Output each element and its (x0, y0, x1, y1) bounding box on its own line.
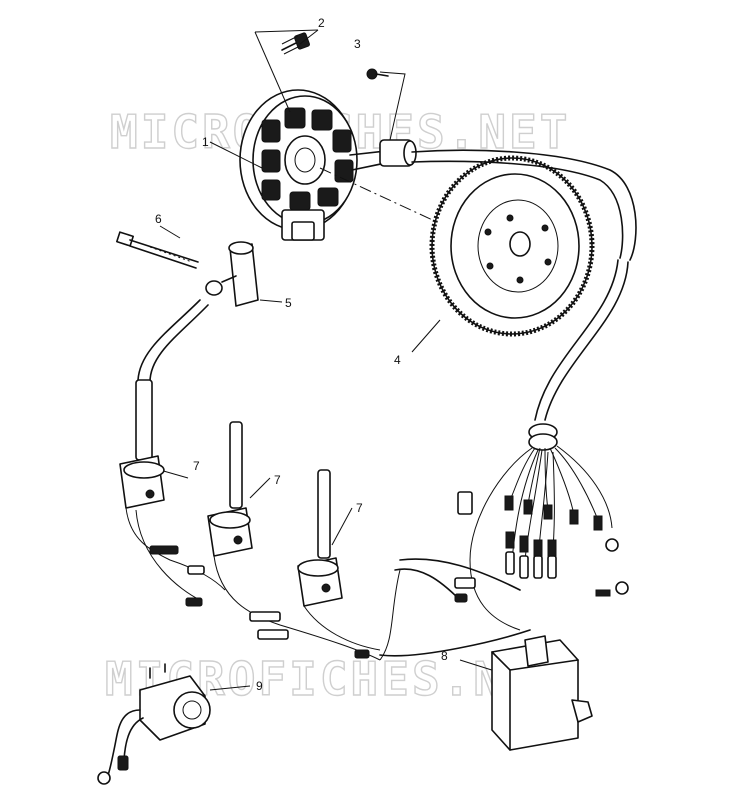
coil-wiring (125, 507, 531, 661)
callouts: 1 2 3 4 5 6 7 7 7 8 9 (155, 16, 448, 693)
ignition-coil-2 (207, 421, 253, 557)
callout-7b: 7 (274, 473, 281, 487)
ignition-coil-1 (119, 299, 209, 509)
callout-4: 4 (394, 353, 401, 367)
relay (97, 663, 211, 785)
callout-6: 6 (155, 212, 162, 226)
leader-lines (159, 29, 499, 691)
callout-7c: 7 (356, 501, 363, 515)
cable-tie (115, 231, 199, 269)
callout-3: 3 (354, 37, 361, 51)
ignition-coil-3 (297, 469, 343, 607)
stator-bolt (281, 32, 310, 55)
spark-plug-cap (205, 241, 259, 307)
wire-fanout (469, 445, 613, 631)
flywheel (429, 155, 595, 337)
callout-5: 5 (285, 296, 292, 310)
callout-8: 8 (441, 649, 448, 663)
wire-connectors (457, 491, 629, 597)
stator-harness (411, 149, 637, 451)
callout-1: 1 (202, 135, 209, 149)
stator-screw (366, 68, 389, 80)
callout-9: 9 (256, 679, 263, 693)
callout-2: 2 (318, 16, 325, 30)
stator-assembly (239, 89, 417, 241)
callout-7a: 7 (193, 459, 200, 473)
cdi-box (491, 635, 593, 751)
